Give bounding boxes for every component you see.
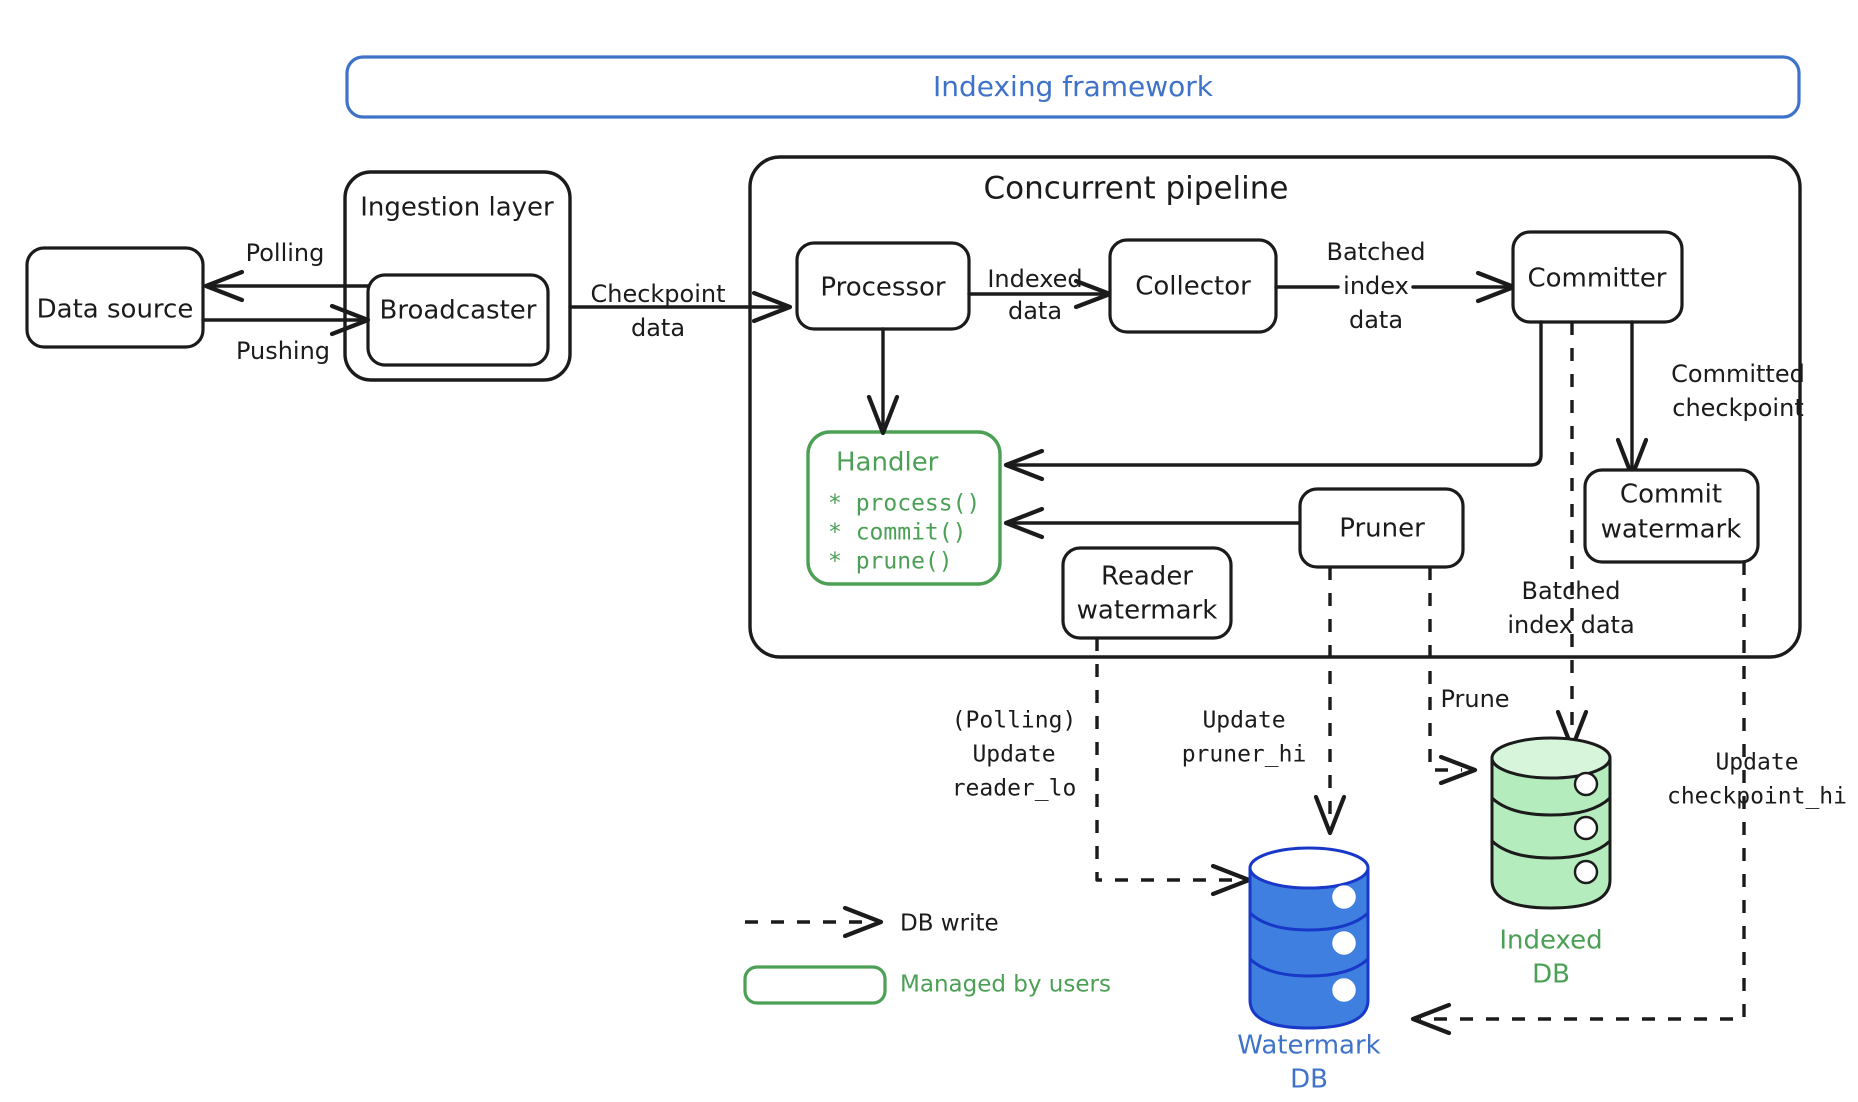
ingestion-layer-label: Ingestion layer — [360, 193, 554, 223]
node-processor[interactable]: Processor — [795, 241, 971, 331]
node-commit-watermark[interactable]: Commit watermark — [1583, 468, 1760, 564]
watermark-db-dot-2 — [1332, 931, 1356, 955]
committed-checkpoint-label-2: checkpoint — [1672, 394, 1803, 422]
legend-managed-by-users: Managed by users — [743, 965, 1111, 1005]
data-source-box[interactable] — [25, 246, 205, 349]
indexed-db-dot-1 — [1573, 771, 1599, 797]
update-reader-lo-label-2: Update — [972, 742, 1055, 768]
committer-box[interactable] — [1511, 230, 1684, 324]
edge-batched-index-data: Batched index data — [1274, 238, 1517, 334]
legend-managed-by-users-label: Managed by users — [900, 972, 1111, 998]
commit-watermark-label-1: Commit — [1620, 480, 1722, 510]
reader-watermark-label-1: Reader — [1101, 562, 1193, 592]
update-checkpoint-hi-label-1: Update — [1715, 750, 1798, 776]
edge-update-reader-lo: (Polling) Update reader_lo — [952, 638, 1252, 897]
edge-indexed-data: Indexed data — [967, 265, 1113, 325]
update-pruner-hi-label-1: Update — [1202, 708, 1285, 734]
edge-update-pruner-hi: Update pruner_hi — [1182, 567, 1347, 836]
pruner-label: Pruner — [1339, 514, 1425, 544]
watermark-db-dot-1 — [1332, 885, 1356, 909]
handler-box[interactable] — [806, 430, 1002, 586]
watermark-db-dot-3 — [1332, 978, 1356, 1002]
edge-checkpoint-data: Checkpoint data — [568, 280, 793, 342]
update-pruner-hi-label-2: pruner_hi — [1182, 742, 1307, 768]
legend-arrowhead-icon — [842, 905, 884, 939]
node-collector[interactable]: Collector — [1108, 238, 1278, 334]
indexing-framework-label: Indexing framework — [933, 70, 1214, 103]
ingestion-layer-box — [343, 170, 572, 382]
indexing-framework-box — [345, 55, 1801, 119]
edge-batched-index-data-2: Batched index data — [1507, 322, 1635, 751]
handler-method-process: * process() — [828, 491, 980, 517]
committer-label: Committer — [1527, 264, 1666, 294]
concurrent-pipeline-frame: Concurrent pipeline — [748, 155, 1802, 659]
indexed-db-dot-3 — [1573, 859, 1599, 885]
concurrent-pipeline-label: Concurrent pipeline — [984, 171, 1289, 207]
pushing-label: Pushing — [236, 337, 330, 365]
node-reader-watermark[interactable]: Reader watermark — [1061, 546, 1233, 640]
node-pruner[interactable]: Pruner — [1298, 487, 1465, 569]
legend-green-box-icon — [743, 965, 887, 1005]
edge-processor-to-handler — [866, 327, 900, 436]
batched-index-data-label-2: index — [1343, 272, 1409, 300]
commit-watermark-box[interactable] — [1583, 468, 1760, 564]
edge-committed-checkpoint: Committed checkpoint — [1615, 320, 1805, 479]
update-reader-lo-label-3: reader_lo — [952, 776, 1077, 802]
update-checkpoint-hi-label-2: checkpoint_hi — [1667, 784, 1847, 810]
batched-index-data-2-label-1: Batched — [1522, 577, 1621, 605]
prune-label: Prune — [1440, 685, 1509, 713]
concurrent-pipeline-box — [748, 155, 1802, 659]
commit-watermark-label-2: watermark — [1601, 515, 1742, 545]
batched-index-data-label-3: data — [1349, 306, 1403, 334]
handler-method-commit: * commit() — [828, 520, 966, 546]
batched-index-data-label-1: Batched — [1327, 238, 1426, 266]
reader-watermark-label-2: watermark — [1077, 596, 1218, 626]
edge-polling: Polling — [203, 239, 370, 303]
checkpoint-data-label-2: data — [631, 314, 685, 342]
legend-db-write-label: DB write — [900, 911, 999, 937]
legend-db-write: DB write — [745, 905, 999, 939]
ingestion-layer-frame: Ingestion layer — [343, 170, 572, 382]
reader-watermark-box[interactable] — [1061, 546, 1233, 640]
node-committer[interactable]: Committer — [1511, 230, 1684, 324]
collector-label: Collector — [1135, 272, 1251, 302]
batched-index-data-2-label-2: index data — [1507, 611, 1634, 639]
polling-label: Polling — [246, 239, 325, 267]
legend: DB write Managed by users — [743, 905, 1111, 1005]
indexed-db[interactable]: Indexed DB — [1490, 736, 1612, 990]
node-data-source[interactable]: Data source — [25, 246, 205, 349]
indexing-framework-banner: Indexing framework — [345, 55, 1801, 119]
watermark-db-label-2: DB — [1290, 1065, 1328, 1095]
handler-method-prune: * prune() — [828, 549, 953, 575]
edge-pushing: Pushing — [201, 303, 371, 365]
edge-update-checkpoint-hi: Update checkpoint_hi — [1410, 562, 1847, 1036]
watermark-db-label-1: Watermark — [1237, 1031, 1380, 1061]
edge-prune: Prune — [1428, 567, 1510, 786]
node-broadcaster[interactable]: Broadcaster — [366, 273, 550, 367]
indexed-db-label-2: DB — [1532, 960, 1570, 990]
indexed-data-label-1: Indexed — [987, 265, 1082, 293]
broadcaster-label: Broadcaster — [380, 296, 537, 326]
indexed-db-label-1: Indexed — [1499, 926, 1602, 956]
watermark-db[interactable]: Watermark DB — [1237, 846, 1381, 1095]
edge-pruner-to-handler — [1003, 506, 1302, 540]
pruner-box[interactable] — [1298, 487, 1465, 569]
handler-title: Handler — [836, 448, 939, 478]
processor-label: Processor — [820, 273, 946, 303]
checkpoint-data-label-1: Checkpoint — [590, 280, 725, 308]
indexed-db-dot-2 — [1573, 815, 1599, 841]
node-handler[interactable]: Handler * process() * commit() * prune() — [806, 430, 1002, 586]
committed-checkpoint-label-1: Committed — [1671, 360, 1805, 388]
indexed-data-label-2: data — [1008, 297, 1062, 325]
data-source-label: Data source — [37, 295, 194, 325]
update-reader-lo-label-1: (Polling) — [952, 708, 1077, 734]
edge-committer-to-handler — [1003, 320, 1543, 482]
